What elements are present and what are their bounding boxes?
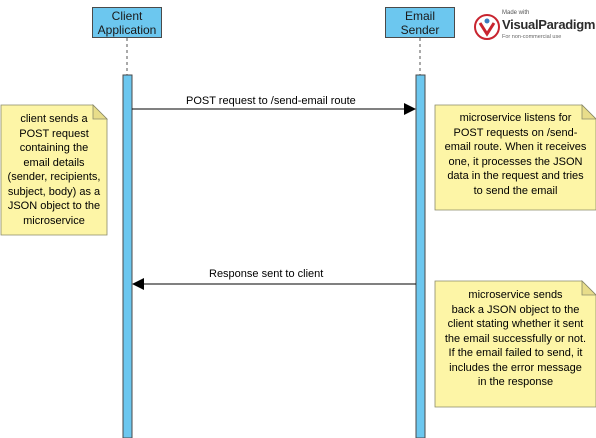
participant-client-application: Client Application	[92, 7, 162, 38]
client-note-text: client sends a POST request containing t…	[7, 113, 101, 227]
response-label: Response sent to client	[209, 268, 324, 280]
client-note-shape	[0, 104, 108, 236]
participant-email-sender: Email Sender	[385, 7, 455, 38]
visual-paradigm-watermark: Made with VisualParadigm For non-commerc…	[472, 8, 595, 48]
listen-note-shape	[434, 104, 596, 211]
watermark-made-with: Made with	[502, 10, 530, 16]
watermark-brand: VisualParadigm	[502, 17, 596, 32]
watermark-subtitle: For non-commercial use	[502, 34, 562, 40]
listen-note-text: microservice listens for POST requests o…	[444, 112, 587, 197]
post-request-label: POST request to /send-email route	[186, 95, 356, 107]
response-note-text: microservice sends back a JSON object to…	[444, 289, 587, 388]
sender-activation-bar	[415, 74, 426, 438]
response-note-shape	[434, 280, 596, 408]
visual-paradigm-logo-icon	[474, 14, 500, 40]
client-activation-bar	[122, 74, 133, 438]
